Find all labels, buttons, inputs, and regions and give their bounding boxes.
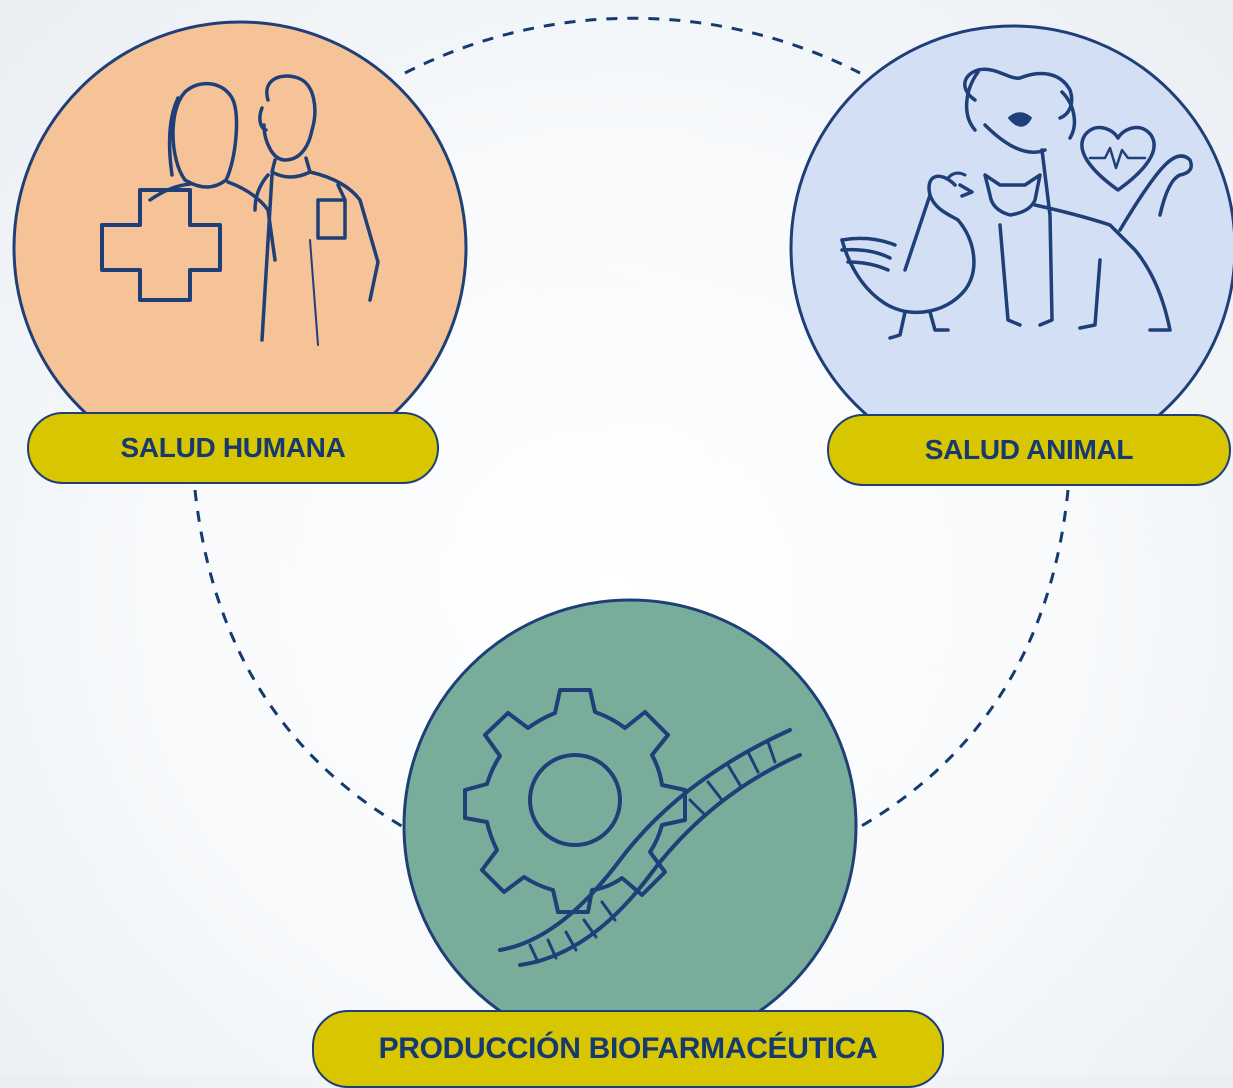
doctors-icon [100,74,380,346]
connector-ring [193,16,1070,830]
label-salud-humana: SALUD HUMANA [27,412,439,484]
label-salud-humana-text: SALUD HUMANA [120,432,346,463]
node-produccion-biofarmaceutica [402,598,858,1054]
label-produccion-biofarmaceutica-text: PRODUCCIÓN BIOFARMACÉUTICA [378,1032,878,1065]
node-salud-animal [789,24,1233,472]
animal-circle [789,24,1233,472]
animals-icon [840,67,1193,340]
label-salud-animal: SALUD ANIMAL [827,414,1231,486]
bio-circle [402,598,858,1054]
gear-dna-icon [463,688,802,967]
label-produccion-biofarmaceutica: PRODUCCIÓN BIOFARMACÉUTICA [312,1010,944,1088]
human-circle [12,20,468,476]
label-salud-animal-text: SALUD ANIMAL [924,434,1134,465]
node-salud-humana [12,20,468,476]
